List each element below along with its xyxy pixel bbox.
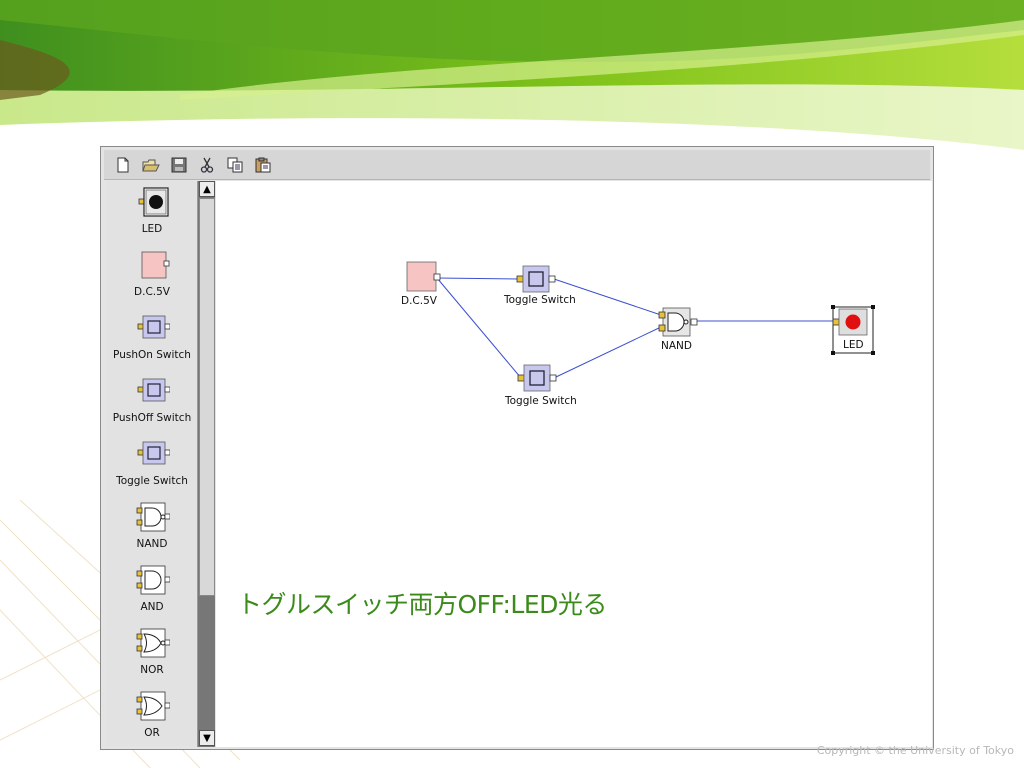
component-palette: LED D.C.5V PushOn Switch — [106, 181, 196, 746]
palette-item-label: LED — [141, 223, 163, 235]
switch-icon — [137, 378, 170, 402]
node-label: Toggle Switch — [505, 395, 577, 407]
copy-icon[interactable] — [224, 155, 246, 175]
scroll-thumb[interactable] — [199, 198, 215, 596]
scroll-up-icon[interactable]: ▲ — [199, 181, 215, 197]
toolbar — [104, 150, 930, 180]
save-icon[interactable] — [168, 155, 190, 175]
node-toggle-switch-2[interactable]: Toggle Switch — [505, 364, 617, 414]
circuit-canvas[interactable]: D.C.5V Toggle Switch Toggle Switch — [216, 181, 932, 747]
palette-item-nand[interactable]: NAND — [106, 501, 196, 561]
node-nand-gate[interactable]: NAND — [658, 307, 718, 357]
node-led[interactable]: LED — [831, 305, 875, 355]
palette-item-pushoff-switch[interactable]: PushOff Switch — [106, 375, 196, 435]
node-label: Toggle Switch — [504, 294, 576, 306]
and-gate-icon — [136, 565, 170, 595]
palette-item-label: D.C.5V — [134, 286, 170, 298]
switch-icon — [137, 441, 170, 465]
switch-icon — [516, 265, 556, 293]
copyright-text: Copyright © the University of Tokyo — [816, 744, 1014, 757]
node-dc-power[interactable]: D.C.5V — [401, 261, 444, 311]
wire — [553, 278, 662, 316]
paste-icon[interactable] — [252, 155, 274, 175]
palette-item-label: NAND — [136, 538, 168, 550]
nor-gate-icon — [136, 628, 170, 658]
open-folder-icon[interactable] — [140, 155, 162, 175]
switch-icon — [517, 364, 557, 392]
wire — [436, 277, 522, 379]
palette-item-label: AND — [140, 601, 164, 613]
palette-scrollbar[interactable]: ▲ ▼ — [197, 181, 215, 747]
palette-item-label: NOR — [140, 664, 164, 676]
palette-item-dc[interactable]: D.C.5V — [106, 249, 196, 309]
wires — [436, 277, 835, 379]
new-file-icon[interactable] — [112, 155, 134, 175]
app-window: LED D.C.5V PushOn Switch — [100, 146, 934, 750]
palette-item-label: PushOn Switch — [113, 349, 191, 361]
or-gate-icon — [136, 691, 170, 721]
wire — [436, 277, 522, 280]
palette-item-toggle-switch[interactable]: Toggle Switch — [106, 438, 196, 498]
dc-power-icon — [141, 251, 170, 279]
header-banner — [0, 0, 1024, 160]
palette-item-led[interactable]: LED — [106, 186, 196, 246]
dc-power-icon — [406, 261, 441, 292]
led-icon — [138, 187, 169, 217]
wire — [555, 326, 662, 378]
scroll-down-icon[interactable]: ▼ — [199, 730, 215, 746]
palette-item-label: OR — [144, 727, 160, 739]
led-icon — [831, 305, 875, 355]
palette-item-and[interactable]: AND — [106, 564, 196, 624]
node-label: NAND — [661, 340, 692, 352]
switch-icon — [137, 315, 170, 339]
slide-caption: トグルスイッチ両方OFF:LED光る — [237, 590, 607, 619]
cut-icon[interactable] — [196, 155, 218, 175]
node-label: LED — [843, 339, 864, 351]
palette-item-pushon-switch[interactable]: PushOn Switch — [106, 312, 196, 372]
palette-item-label: PushOff Switch — [112, 412, 192, 424]
palette-item-label: Toggle Switch — [116, 475, 188, 487]
nand-gate-icon — [658, 307, 698, 337]
nand-gate-icon — [136, 502, 170, 532]
node-toggle-switch-1[interactable]: Toggle Switch — [504, 265, 616, 315]
node-label: D.C.5V — [401, 295, 437, 307]
palette-item-or[interactable]: OR — [106, 690, 196, 746]
palette-item-nor[interactable]: NOR — [106, 627, 196, 687]
